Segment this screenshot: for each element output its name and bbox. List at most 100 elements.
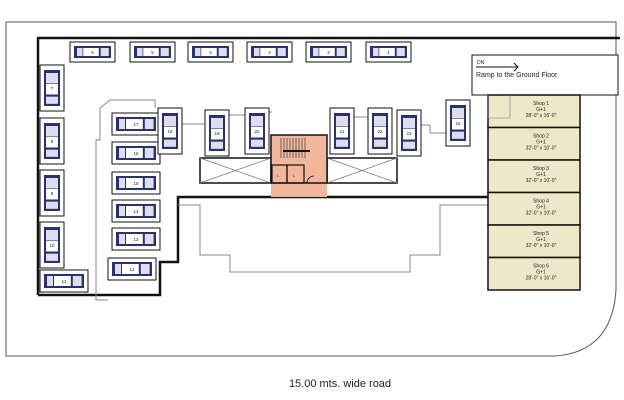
parking-slot-number: 21 [339, 129, 345, 134]
car-icon [310, 46, 347, 58]
structure-outline [178, 204, 488, 273]
parking-slot: 19 [204, 109, 230, 157]
parking-slot-number: 13 [133, 237, 139, 242]
parking-slot-number: 23 [406, 131, 412, 136]
parking-slot: 12 [107, 257, 157, 281]
parking-slot: 1 [365, 41, 412, 63]
ramp-direction: DN [477, 60, 485, 66]
car-icon [116, 204, 156, 218]
parking-slot-number: 24 [455, 121, 461, 126]
shop-size: 32'-0" x 10'-0" [526, 178, 557, 184]
shop-floors: G+1 [536, 205, 546, 211]
parking-slot: 7 [39, 64, 65, 112]
parking-slot-number: 12 [129, 267, 135, 272]
shop-size: 32'-0" x 10'-0" [526, 243, 557, 249]
parking-slot: 21 [329, 107, 355, 155]
shop-unit: Shop 5G+132'-0" x 10'-0" [487, 224, 581, 259]
parking-slot-number: 5 [151, 50, 154, 55]
parking-slot-number: 2 [327, 50, 330, 55]
car-icon [372, 113, 388, 149]
shop-size: 28'-0" x 16'-0" [526, 276, 557, 282]
car-icon [209, 115, 225, 151]
parking-slot-number: 19 [214, 131, 220, 136]
shop-size: 32'-0" x 10'-0" [526, 146, 557, 152]
parking-slot-number: 3 [268, 50, 271, 55]
parking-slot: 18 [157, 107, 183, 155]
parking-slot: 14 [111, 199, 161, 223]
car-icon [116, 232, 156, 246]
parking-slot-number: 20 [254, 129, 260, 134]
car-icon [44, 274, 84, 288]
shop-name: Shop 6 [533, 264, 549, 270]
parking-slot-number: 17 [133, 122, 139, 127]
car-icon [44, 227, 60, 263]
parking-slot-number: 10 [49, 243, 55, 248]
shop-floors: G+1 [536, 140, 546, 146]
car-icon [251, 46, 288, 58]
lift-shaft-left [199, 157, 272, 184]
building-wall [36, 36, 620, 295]
car-icon [401, 115, 417, 151]
shop-unit: Shop 1G+128'-0" x 16'-0" [487, 94, 581, 129]
lift-label-2: L [293, 173, 296, 178]
parking-slot: 23 [396, 109, 422, 157]
parking-slot: 10 [39, 221, 65, 269]
parking-slot-number: 11 [62, 279, 67, 284]
shop-name: Shop 5 [533, 231, 549, 237]
lift-shaft-right [326, 157, 398, 184]
shop-floors: G+1 [536, 172, 546, 178]
parking-slot-number: 22 [377, 129, 383, 134]
parking-slot-number: 7 [51, 86, 54, 91]
parking-slot-number: 16 [133, 151, 139, 156]
shop-unit: Shop 6G+128'-0" x 16'-0" [487, 256, 581, 291]
car-icon [162, 113, 178, 149]
parking-slot-number: 8 [51, 139, 54, 144]
shop-unit: Shop 4G+132'-0" x 10'-0" [487, 191, 581, 226]
lift-label-1: L [277, 173, 280, 178]
parking-slot: 22 [367, 107, 393, 155]
parking-slot: 8 [39, 117, 65, 165]
car-icon [192, 46, 229, 58]
site-boundary [5, 21, 617, 357]
parking-slot-number: 15 [133, 181, 139, 186]
shop-size: 28'-0" x 16'-0" [526, 113, 557, 119]
building-wall-bottom [38, 195, 488, 297]
parking-slot-number: 14 [133, 209, 139, 214]
parking-slot-number: 4 [209, 50, 212, 55]
shop-floors: G+1 [536, 107, 546, 113]
car-icon [334, 113, 350, 149]
car-icon [44, 70, 60, 106]
parking-slot: 16 [111, 141, 161, 165]
car-icon [44, 123, 60, 159]
car-icon [450, 105, 466, 141]
car-icon [112, 262, 152, 276]
car-icon [370, 46, 407, 58]
parking-slot: 17 [111, 112, 161, 136]
car-icon [74, 46, 111, 58]
shop-name: Shop 2 [533, 134, 549, 140]
car-icon [116, 146, 156, 160]
shop-unit: Shop 3G+132'-0" x 10'-0" [487, 159, 581, 194]
parking-slot-number: 18 [167, 129, 173, 134]
parking-slot: 11 [39, 269, 89, 293]
parking-slot-number: 6 [91, 50, 94, 55]
parking-slot: 15 [111, 171, 161, 195]
parking-slot: 3 [246, 41, 293, 63]
road-label: 15.00 mts. wide road [289, 378, 391, 390]
shop-floors: G+1 [536, 270, 546, 276]
parking-slot: 24 [445, 99, 471, 147]
parking-slot-number: 1 [387, 50, 390, 55]
parking-slot-number: 9 [51, 191, 54, 196]
parking-slot: 5 [129, 41, 176, 63]
structure-outline-left [95, 99, 156, 301]
shop-unit: Shop 2G+132'-0" x 10'-0" [487, 126, 581, 161]
car-icon [249, 113, 265, 149]
shop-floors: G+1 [536, 237, 546, 243]
car-icon [134, 46, 171, 58]
shop-name: Shop 4 [533, 199, 549, 205]
parking-slot: 6 [69, 41, 116, 63]
ramp-arrow-icon [476, 62, 519, 72]
parking-slot: 13 [111, 227, 161, 251]
